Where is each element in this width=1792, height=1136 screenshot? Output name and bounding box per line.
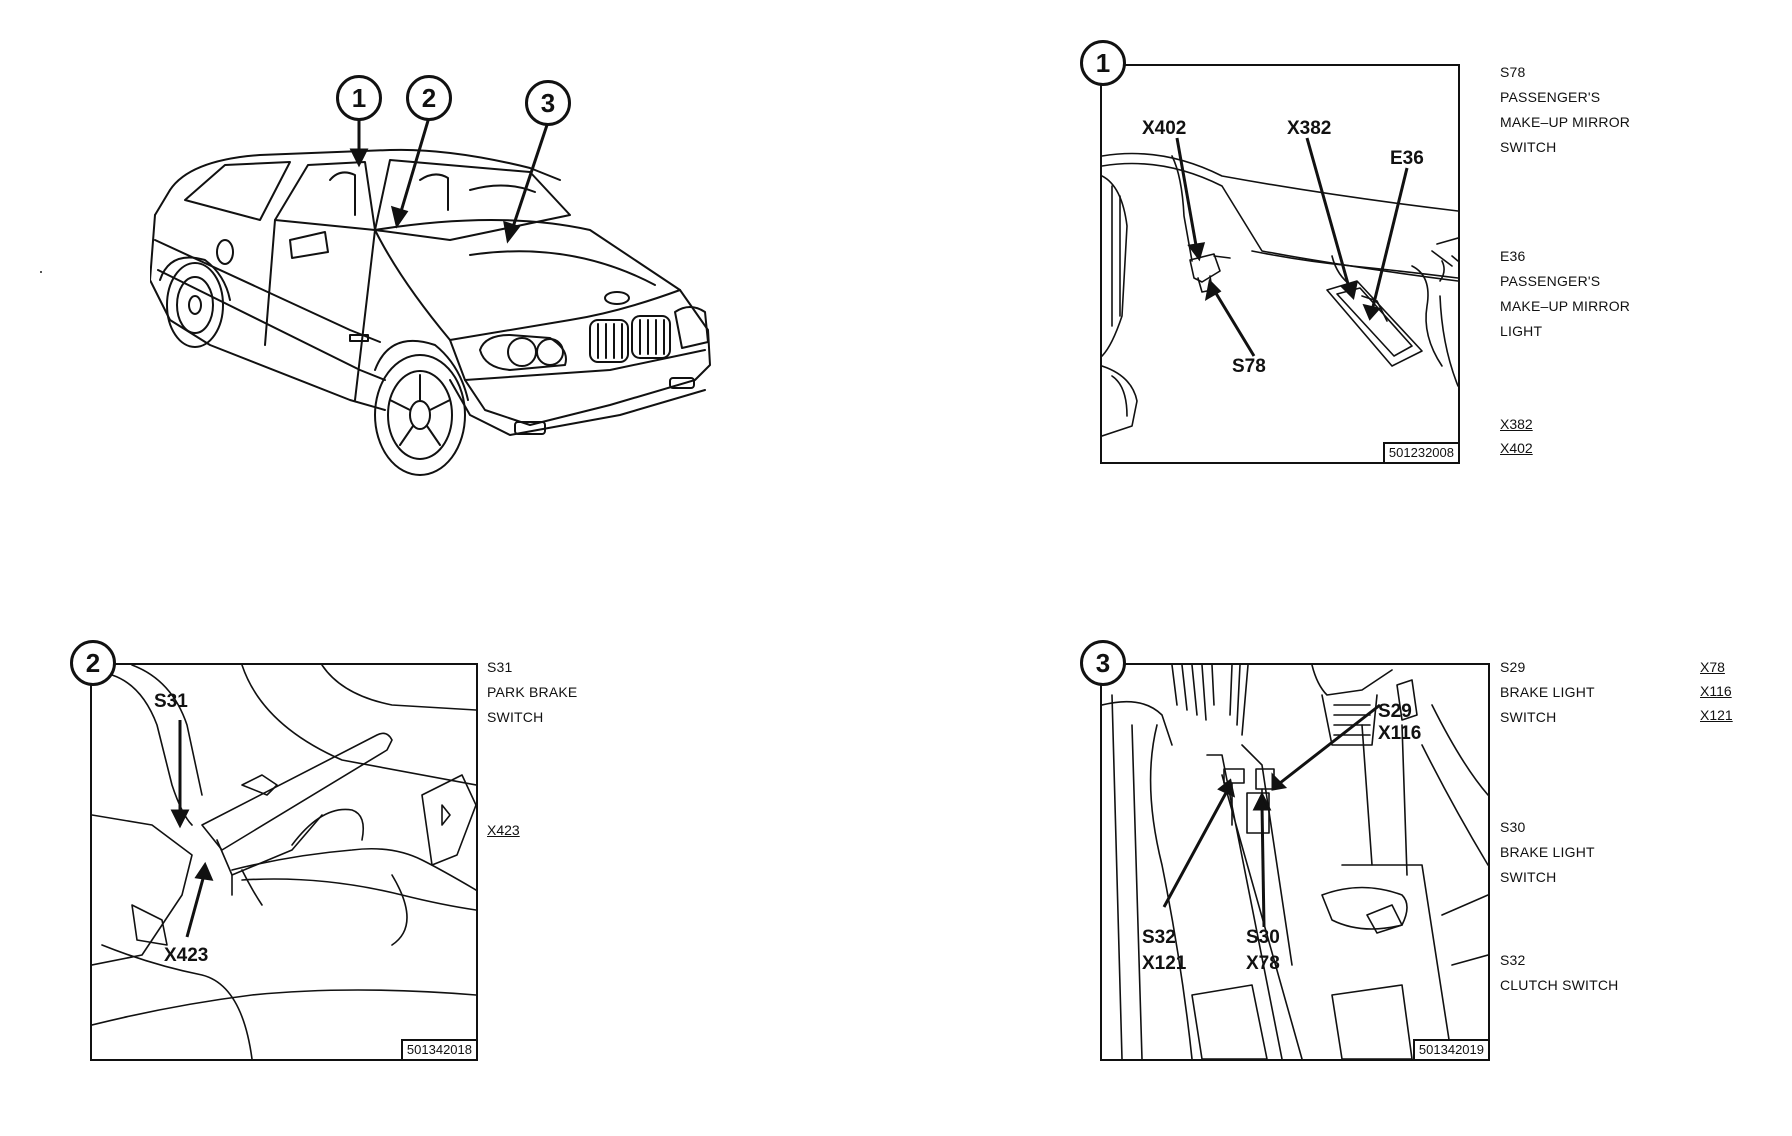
legend-line: SWITCH: [487, 709, 544, 725]
connector-label: X78: [1700, 659, 1725, 675]
legend-code: S31: [487, 659, 513, 675]
connector-label: X423: [487, 822, 520, 838]
legend-line: CLUTCH SWITCH: [1500, 977, 1619, 993]
overview-badge-3: 3: [525, 80, 571, 126]
panel-1-legend-s78: S78 PASSENGER'S MAKE–UP MIRROR SWITCH: [1500, 60, 1630, 160]
panel-2-drawing: [92, 665, 476, 1059]
panel-3-connectors: X78 X116 X121: [1700, 655, 1733, 727]
callout-s32: S32: [1142, 927, 1176, 948]
panel-1-drawing: [1102, 137, 1458, 437]
figure-id: 501232008: [1382, 442, 1458, 462]
panel-2-connectors: X423: [487, 818, 520, 842]
panel-1-badge: 1: [1080, 40, 1126, 86]
detail-panel-3: S29 X116 S32 X121 S30 X78 501342019: [1100, 663, 1490, 1061]
callout-s31: S31: [154, 691, 188, 712]
legend-code: S29: [1500, 659, 1526, 675]
legend-line: LIGHT: [1500, 323, 1543, 339]
overview-badge-1: 1: [336, 75, 382, 121]
legend-code: S32: [1500, 952, 1526, 968]
detail-panel-2: S31 X423 501342018: [90, 663, 478, 1061]
legend-line: PASSENGER'S: [1500, 273, 1601, 289]
panel-1-connectors: X382 X402: [1500, 412, 1533, 460]
callout-x423: X423: [164, 945, 209, 966]
callout-s29: S29: [1378, 701, 1412, 722]
panel-3-legend-s29: S29 BRAKE LIGHT SWITCH: [1500, 655, 1595, 730]
callout-s32-x121: S32 X121: [1142, 925, 1186, 977]
callout-e36: E36: [1390, 148, 1424, 169]
panel-3-badge: 3: [1080, 640, 1126, 686]
legend-line: MAKE–UP MIRROR: [1500, 298, 1631, 314]
callout-x121: X121: [1142, 953, 1187, 974]
car-illustration: [149, 113, 711, 476]
callout-x78: X78: [1246, 953, 1280, 974]
legend-line: BRAKE LIGHT: [1500, 684, 1595, 700]
overview-badge-2: 2: [406, 75, 452, 121]
panel-2-legend-s31: S31 PARK BRAKE SWITCH: [487, 655, 577, 730]
callout-x402: X402: [1142, 118, 1187, 139]
connector-label: X402: [1500, 440, 1533, 456]
legend-code: S30: [1500, 819, 1526, 835]
callout-s29-x116: S29 X116: [1378, 701, 1421, 745]
panel-3-drawing: [1102, 665, 1488, 1059]
car-overview: 1 2 3: [149, 75, 830, 550]
callout-s78: S78: [1232, 356, 1266, 377]
legend-line: MAKE–UP MIRROR: [1500, 114, 1631, 130]
legend-line: PARK BRAKE: [487, 684, 578, 700]
panel-1-legend-e36: E36 PASSENGER'S MAKE–UP MIRROR LIGHT: [1500, 244, 1630, 344]
connector-label: X116: [1700, 683, 1732, 699]
callout-x382: X382: [1287, 118, 1332, 139]
legend-code: E36: [1500, 248, 1526, 264]
detail-panel-1: X402 X382 E36 S78 501232008: [1100, 64, 1460, 464]
legend-line: SWITCH: [1500, 709, 1557, 725]
panel-3-legend-s32: S32 CLUTCH SWITCH: [1500, 948, 1618, 998]
connector-label: X382: [1500, 416, 1533, 432]
callout-s30-x78: S30 X78: [1246, 925, 1280, 977]
legend-line: SWITCH: [1500, 139, 1557, 155]
panel-2-badge: 2: [70, 640, 116, 686]
legend-line: SWITCH: [1500, 869, 1557, 885]
legend-line: BRAKE LIGHT: [1500, 844, 1595, 860]
callout-s30: S30: [1246, 927, 1280, 948]
connector-label: X121: [1700, 707, 1733, 723]
figure-id: 501342018: [400, 1039, 476, 1059]
legend-line: PASSENGER'S: [1500, 89, 1601, 105]
figure-id: 501342019: [1412, 1039, 1488, 1059]
scan-speck: [40, 271, 42, 273]
callout-x116: X116: [1378, 723, 1422, 744]
legend-code: S78: [1500, 64, 1526, 80]
panel-3-legend-s30: S30 BRAKE LIGHT SWITCH: [1500, 815, 1595, 890]
